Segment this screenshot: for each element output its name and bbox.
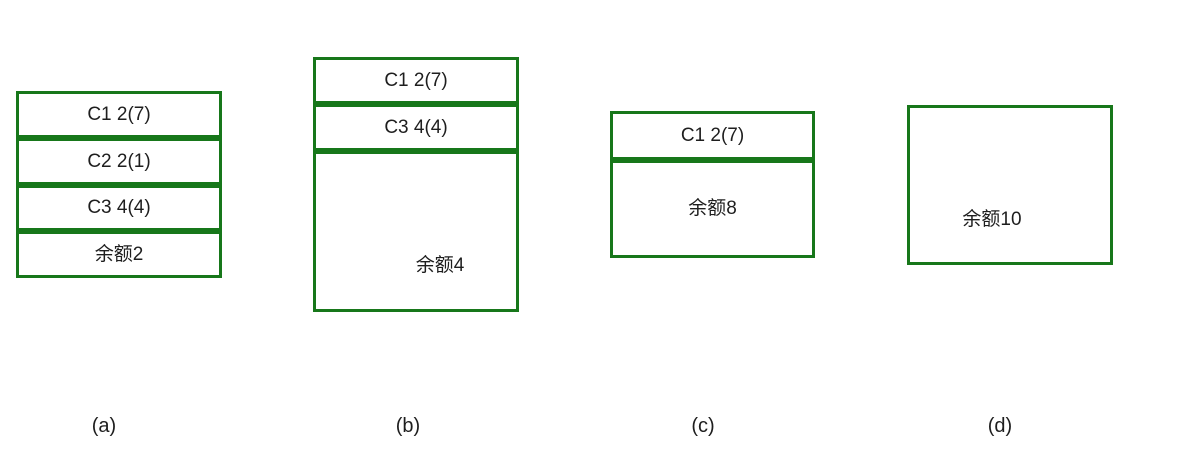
- caption-c: (c): [691, 415, 715, 437]
- caption-d: (d): [987, 415, 1013, 437]
- block-label: C3 4(4): [384, 116, 448, 138]
- caption-b: (b): [395, 415, 421, 437]
- block-label: C3 4(4): [87, 197, 151, 218]
- block-a-c3: C3 4(4): [16, 185, 222, 231]
- block-label: C1 2(7): [384, 69, 448, 91]
- block-label: 余额8: [688, 198, 737, 219]
- block-c-remainder: 余额8: [610, 160, 815, 258]
- block-b-c3: C3 4(4): [313, 104, 519, 151]
- block-a-remainder: 余额2: [16, 231, 222, 278]
- block-label: C1 2(7): [680, 124, 745, 146]
- block-label: 余额4: [415, 254, 465, 276]
- block-d-remainder: 余额10: [907, 105, 1113, 265]
- block-label: 余额10: [962, 209, 1022, 230]
- block-b-c1: C1 2(7): [313, 57, 519, 104]
- block-label: C1 2(7): [87, 103, 151, 125]
- block-a-c2: C2 2(1): [16, 138, 222, 185]
- block-c-c1: C1 2(7): [610, 111, 815, 160]
- caption-a: (a): [91, 415, 117, 437]
- block-b-remainder: 余额4: [313, 151, 519, 312]
- block-label: 余额2: [94, 243, 144, 265]
- block-a-c1: C1 2(7): [16, 91, 222, 138]
- block-label: C2 2(1): [87, 150, 151, 172]
